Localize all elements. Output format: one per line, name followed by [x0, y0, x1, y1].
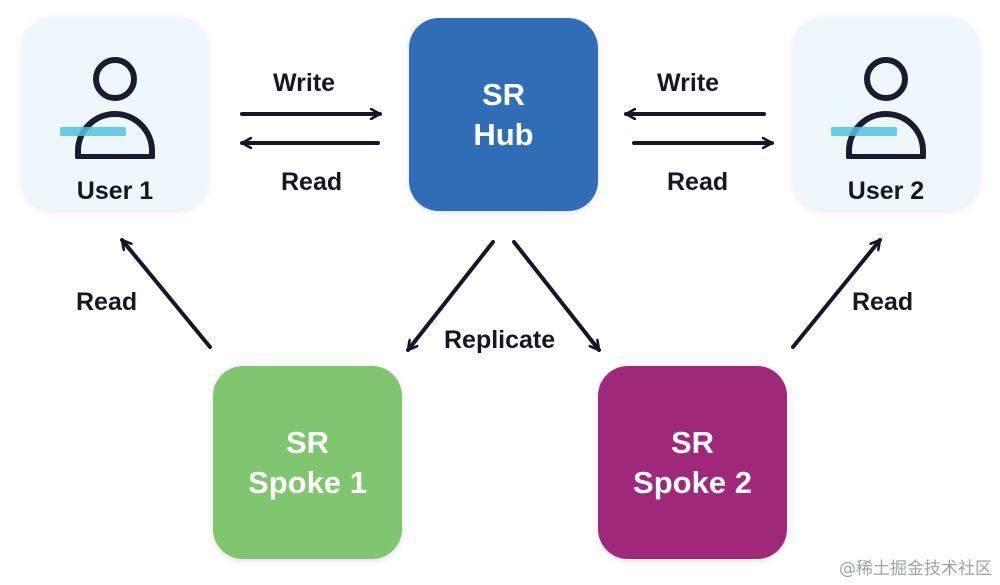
- user2-node: User 2: [793, 17, 979, 210]
- sr-spoke2-node: SR Spoke 2: [598, 366, 787, 559]
- spoke2-read-arrow: [791, 238, 882, 349]
- sr-hub-node: SR Hub: [409, 18, 598, 211]
- user1-write-label: Write: [273, 69, 336, 97]
- user2-read-label: Read: [667, 168, 729, 196]
- spoke1-read-arrow: [120, 238, 212, 349]
- replicate-spoke2-arrow: [512, 240, 601, 352]
- spoke1-read-label: Read: [76, 288, 138, 316]
- replicate-spoke1-arrow: [406, 240, 495, 352]
- hub-line2: Hub: [473, 116, 534, 152]
- spoke1-line1: SR: [285, 424, 330, 460]
- user1-node: User 1: [22, 17, 208, 210]
- spoke2-line1: SR: [670, 424, 715, 460]
- user-icon: [60, 57, 155, 159]
- spoke1-line2: Spoke 1: [248, 464, 367, 500]
- user2-label: User 2: [847, 177, 925, 205]
- user1-label: User 1: [76, 177, 154, 205]
- user1-read-label: Read: [281, 168, 343, 196]
- spoke2-read-label: Read: [852, 288, 914, 316]
- hub-line1: SR: [481, 76, 526, 112]
- watermark: @稀土掘金技术社区: [839, 559, 992, 579]
- user2-write-label: Write: [657, 69, 720, 97]
- user-icon: [831, 57, 926, 159]
- spoke2-line2: Spoke 2: [633, 464, 752, 500]
- sr-spoke1-node: SR Spoke 1: [213, 366, 402, 559]
- replicate-label: Replicate: [444, 326, 556, 354]
